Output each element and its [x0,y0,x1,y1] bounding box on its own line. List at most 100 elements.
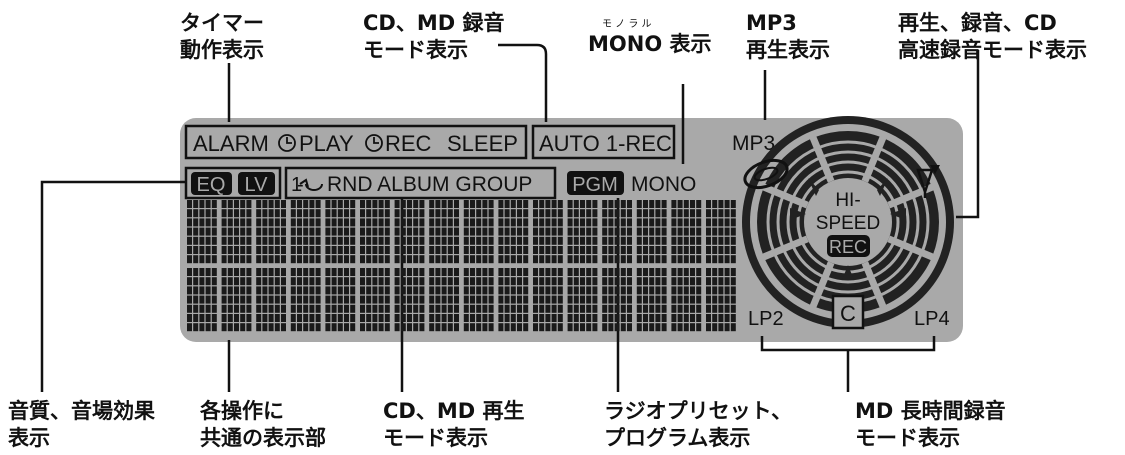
callout-radio-line1: ラジオプリセット、 [604,399,793,423]
disc-box-label: C [840,301,856,326]
callout-eq-line1: 音質、音場効果 [8,399,155,423]
callout-radio: ラジオプリセット、 プログラム表示 [604,398,792,452]
auto-1-rec-indicator: AUTO 1-REC [539,131,672,156]
dot-matrix-cell [671,200,702,264]
antenna-icon [916,168,934,198]
eq-label: EQ [197,174,226,196]
dot-matrix-cell [429,268,459,332]
callout-mono-line1: MONO 表示 [588,32,712,56]
dot-matrix-cell [671,268,702,332]
dot-matrix-cell [394,268,425,332]
callout-timer-line1: タイマー [180,11,264,35]
callout-eq: 音質、音場効果 表示 [8,398,155,452]
callout-eq-line2: 表示 [8,426,50,450]
dot-matrix-cell [256,200,286,264]
dot-matrix-cell [463,200,494,264]
dot-matrix-cell [706,200,736,264]
repeat-one-indicator: 1 [291,174,302,196]
callout-timer: タイマー 動作表示 [180,10,264,64]
callout-cdmd-rec: CD、MD 録音 モード表示 [363,10,504,64]
lp2-indicator: LP2 [748,308,784,330]
dot-matrix-cell [394,200,425,264]
pgm-badge [567,171,624,195]
disc-box-icon [831,294,865,330]
disc-icon [743,158,789,190]
hi-label: HI- [835,190,860,211]
rec-timer-indicator: REC [385,131,432,156]
dot-matrix-cell [498,200,529,264]
callout-mp3-line2: 再生表示 [746,38,830,62]
dot-matrix-cell [602,268,632,332]
dot-matrix-cell [325,200,356,264]
rec-badge-label: REC [829,237,867,257]
callout-lp-line1: MD 長時間録音 [855,399,1006,423]
callout-cdmd-rec-line2: モード表示 [363,38,468,62]
dot-matrix-display [187,200,736,332]
callout-lp: MD 長時間録音 モード表示 [855,398,1006,452]
callout-mp3-line1: MP3 [746,11,797,35]
callout-timer-line2: 動作表示 [180,38,264,62]
dot-matrix-cell [636,268,667,332]
play-mode-box [284,166,557,200]
rnd-album-group-indicator: RND ALBUM GROUP [327,173,532,196]
callout-hispeed-line1: 再生、録音、CD [898,11,1057,35]
mono-indicator: MONO [631,173,696,196]
dot-matrix-cell [187,200,217,264]
disc-icon-inner [753,166,779,182]
hi-speed-disc-graphic [742,116,954,328]
dot-matrix-cell [533,268,563,332]
dot-matrix-cell [498,268,529,332]
lv-label: LV [245,174,269,196]
dot-matrix-cell [429,200,459,264]
timer-indicator-box [184,124,528,160]
dot-matrix-cell [602,200,632,264]
callout-lp-line2: モード表示 [855,426,960,450]
repeat-icon [299,178,323,191]
callout-mp3: MP3 再生表示 [746,10,830,64]
callout-common-line1: 各操作に [200,399,284,423]
lv-badge [238,172,275,195]
dot-matrix-cell [706,268,736,332]
pgm-label: PGM [572,174,618,196]
dot-matrix-cell [221,268,252,332]
dot-matrix-cell [325,268,356,332]
clock-icon [278,134,296,152]
callout-mono: モ ノ ラ ル MONO 表示 [588,18,712,58]
dot-matrix-cell [360,268,390,332]
dot-matrix-cell [567,200,598,264]
alarm-indicator: ALARM [193,131,269,156]
dot-matrix-cell [290,200,321,264]
speed-label: SPEED [816,213,880,234]
callout-cdmd-play: CD、MD 再生 モード表示 [383,398,524,452]
dot-matrix-cell [360,200,390,264]
clock-icon [365,134,383,152]
mp3-indicator: MP3 [732,132,775,155]
dot-matrix-cell [221,200,252,264]
dot-matrix-cell [533,200,563,264]
dash-mark: - [297,174,304,196]
rec-mode-box [531,124,676,160]
antenna-tip-icon [930,165,940,174]
rec-badge [827,235,870,257]
callout-radio-line2: プログラム表示 [604,426,751,450]
sound-mode-box [184,166,282,200]
callout-common-line2: 共通の表示部 [200,426,326,450]
lp4-indicator: LP4 [914,308,950,330]
dot-matrix-cell [463,268,494,332]
callout-cdmd-play-line2: モード表示 [383,426,488,450]
callout-cdmd-rec-line1: CD、MD 録音 [363,11,505,35]
sleep-indicator: SLEEP [447,131,518,156]
dot-matrix-cell [567,268,598,332]
dot-matrix-cell [636,200,667,264]
dot-matrix-cell [256,268,286,332]
callout-hispeed: 再生、録音、CD 高速録音モード表示 [898,10,1087,64]
dot-matrix-cell [290,268,321,332]
play-timer-indicator: PLAY [299,131,354,156]
callout-hispeed-line2: 高速録音モード表示 [898,38,1087,62]
callout-mono-ruby: モ ノ ラ ル [602,19,652,30]
callout-cdmd-play-line1: CD、MD 再生 [383,399,525,423]
eq-badge [191,172,232,195]
callout-common: 各操作に 共通の表示部 [200,398,326,452]
dot-matrix-cell [187,268,217,332]
